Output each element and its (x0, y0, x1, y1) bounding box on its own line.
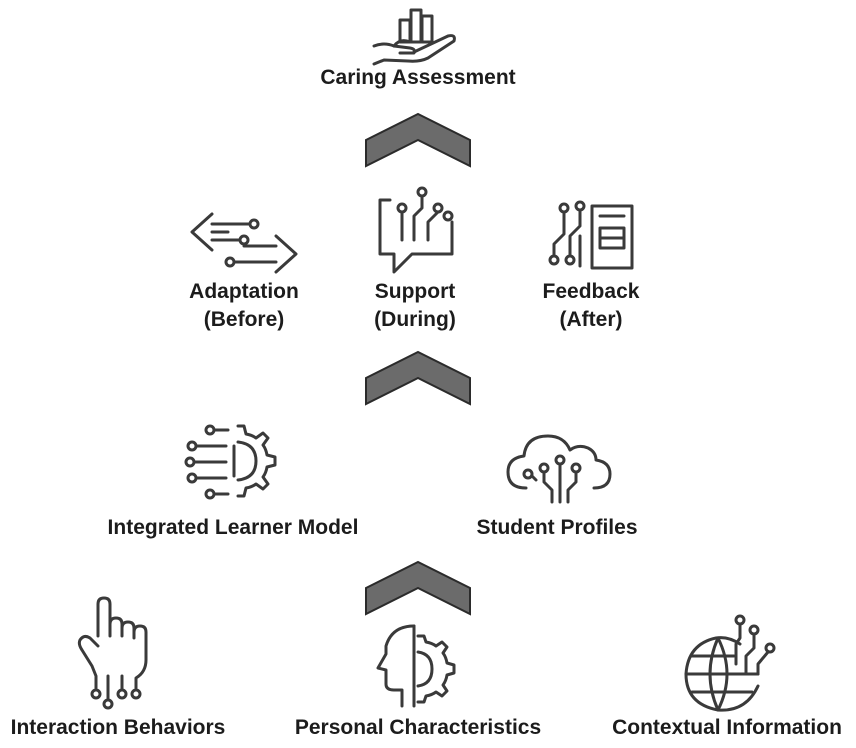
chevron-up-1 (365, 112, 471, 168)
finger-circuit-icon (74, 596, 158, 710)
support-label: Support (During) (340, 278, 490, 334)
chevron-up-3 (365, 560, 471, 616)
support-title: Support (374, 280, 456, 303)
personal-characteristics-label: Personal Characteristics (294, 716, 542, 739)
hand-chart-icon (370, 6, 462, 66)
feedback-title: Feedback (542, 280, 640, 303)
adaptation-label: Adaptation (Before) (160, 278, 328, 334)
cloud-circuit-icon (504, 428, 614, 506)
globe-circuit-icon (678, 614, 782, 714)
adaptation-subtitle: (Before) (203, 308, 285, 331)
support-subtitle: (During) (374, 308, 456, 331)
document-circuit-icon (544, 200, 636, 272)
gear-circuit-icon (184, 420, 284, 512)
contextual-information-label: Contextual Information (612, 716, 842, 739)
arrows-circuit-icon (188, 210, 300, 276)
adaptation-title: Adaptation (189, 280, 299, 303)
interaction-behaviors-label: Interaction Behaviors (10, 716, 226, 739)
feedback-label: Feedback (After) (516, 278, 666, 334)
chevron-up-2 (365, 350, 471, 406)
student-profiles-label: Student Profiles (476, 516, 638, 539)
integrated-learner-model-label: Integrated Learner Model (107, 516, 359, 539)
head-gear-icon (374, 622, 466, 710)
caring-assessment-label: Caring Assessment (320, 66, 516, 89)
feedback-subtitle: (After) (559, 308, 623, 331)
chat-circuit-icon (376, 186, 458, 278)
